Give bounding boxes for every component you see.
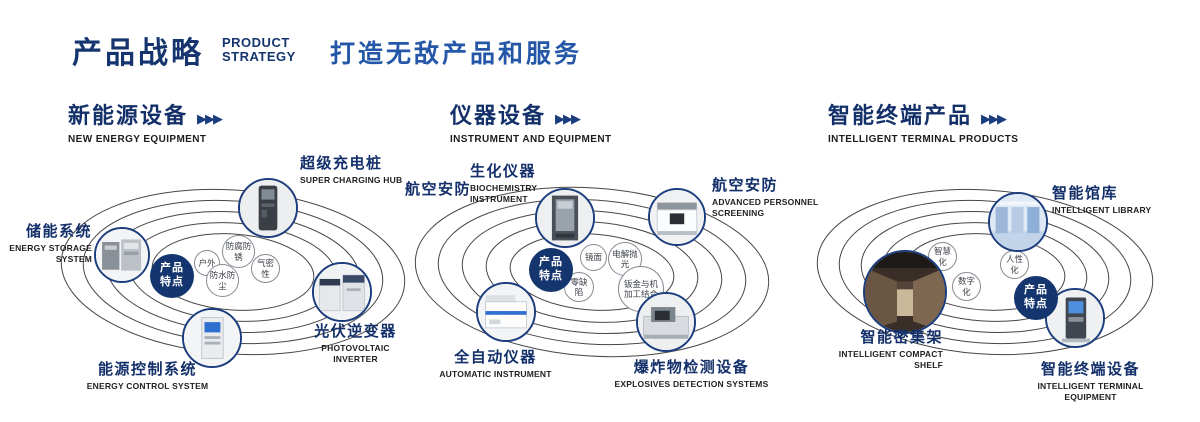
terminal-equipment-photo <box>1045 288 1105 348</box>
orbit-group-instruments <box>414 186 770 358</box>
product-label-terminal-equipment: 智能终端设备 INTELLIGENT TERMINAL EQUIPMENT <box>1018 358 1163 403</box>
personnel-screening-icon <box>650 190 704 244</box>
explosives-detection-icon <box>638 294 694 350</box>
side-label-aviation-security: 航空安防 <box>405 178 471 199</box>
product-name: 航空安防 <box>712 177 779 194</box>
product-features-badge: 产品 特点 <box>1014 276 1058 320</box>
biochemistry-icon <box>537 190 593 246</box>
explosives-detection-photo <box>636 292 696 352</box>
product-name-en: ADVANCED PERSONNEL SCREENING <box>712 197 819 219</box>
section-title: 智能终端产品 <box>828 103 973 128</box>
product-label-automatic-instrument: 全自动仪器 AUTOMATIC INSTRUMENT <box>428 346 563 380</box>
product-label-energy-storage: 储能系统 ENERGY STORAGE SYSTEM <box>0 220 92 265</box>
product-label-intelligent-library: 智能馆库 INTELLIGENT LIBRARY <box>1052 182 1172 216</box>
product-label-pv-inverter: 光伏逆变器 PHOTOVOLTAIC INVERTER <box>298 320 413 365</box>
triple-arrow-icon: ▶▶▶ <box>555 111 581 126</box>
feature-bubble: 镜面 <box>580 244 607 271</box>
super-charging-hub-photo <box>238 178 298 238</box>
triple-arrow-icon: ▶▶▶ <box>197 111 223 126</box>
product-name-en: BIOCHEMISTRY INSTRUMENT <box>470 183 538 205</box>
product-label-personnel-screening: 航空安防 ADVANCED PERSONNEL SCREENING <box>712 174 827 219</box>
badge-line2: 特点 <box>160 276 184 288</box>
product-name-en: INTELLIGENT LIBRARY <box>1052 205 1152 215</box>
pv-inverter-icon <box>314 264 370 320</box>
product-features-badge: 产品 特点 <box>529 248 573 292</box>
page-title-en-line2: STRATEGY <box>222 48 296 64</box>
product-name-en: INTELLIGENT COMPACT SHELF <box>838 349 943 371</box>
product-name-en: SUPER CHARGING HUB <box>300 175 403 185</box>
personnel-screening-photo <box>648 188 706 246</box>
product-name: 储能系统 <box>25 223 92 240</box>
product-label-explosives-detection: 爆炸物检测设备 EXPLOSIVES DETECTION SYSTEMS <box>614 356 769 390</box>
energy-storage-photo <box>94 227 150 283</box>
section-header-new-energy: 新能源设备 ▶▶▶ NEW ENERGY EQUIPMENT <box>68 98 223 145</box>
section-title: 仪器设备 <box>450 103 547 128</box>
badge-line1: 产品 <box>1024 284 1048 297</box>
feature-bubble: 数字化 <box>952 272 981 301</box>
intelligent-library-icon <box>990 194 1046 250</box>
product-name: 全自动仪器 <box>454 349 537 366</box>
compact-shelf-icon <box>865 252 945 332</box>
page-title: 产品战略 <box>72 37 204 70</box>
badge-line1: 产品 <box>539 256 563 269</box>
product-name-en: EXPLOSIVES DETECTION SYSTEMS <box>614 379 769 389</box>
product-label-charging-hub: 超级充电桩 SUPER CHARGING HUB <box>300 152 415 186</box>
biochemistry-instrument-photo <box>535 188 595 248</box>
section-subtitle: NEW ENERGY EQUIPMENT <box>68 134 207 145</box>
product-label-compact-shelf: 智能密集架 INTELLIGENT COMPACT SHELF <box>818 326 943 371</box>
badge-line1: 产品 <box>160 262 184 275</box>
product-name: 智能终端设备 <box>1040 361 1140 378</box>
section-header-intelligent: 智能终端产品 ▶▶▶ INTELLIGENT TERMINAL PRODUCTS <box>828 98 1018 145</box>
page-title-en: PRODUCT STRATEGY <box>222 36 296 63</box>
product-name-en: AUTOMATIC INSTRUMENT <box>439 369 552 379</box>
section-subtitle: INTELLIGENT TERMINAL PRODUCTS <box>828 134 1019 145</box>
automatic-instrument-photo <box>476 282 536 342</box>
product-name: 智能馆库 <box>1052 185 1119 202</box>
section-title: 新能源设备 <box>68 103 189 128</box>
feature-bubble: 防腐防锈 <box>222 235 255 268</box>
product-features-badge: 产品 特点 <box>150 254 194 298</box>
section-header-instruments: 仪器设备 ▶▶▶ INSTRUMENT AND EQUIPMENT <box>450 98 611 145</box>
energy-storage-icon <box>96 229 148 281</box>
product-name: 爆炸物检测设备 <box>633 359 750 376</box>
product-name: 智能密集架 <box>860 329 943 346</box>
feature-bubble: 气密性 <box>251 254 280 283</box>
charging-hub-icon <box>240 180 296 236</box>
terminal-equipment-icon <box>1047 290 1103 346</box>
energy-control-photo <box>182 308 242 368</box>
triple-arrow-icon: ▶▶▶ <box>981 111 1007 126</box>
product-label-biochemistry: 生化仪器 BIOCHEMISTRY INSTRUMENT <box>470 160 578 205</box>
product-name: 能源控制系统 <box>97 361 197 378</box>
pv-inverter-photo <box>312 262 372 322</box>
intelligent-library-photo <box>988 192 1048 252</box>
product-name-en: PHOTOVOLTAIC INVERTER <box>321 343 390 365</box>
side-label-text: 航空安防 <box>405 181 472 198</box>
product-label-energy-control: 能源控制系统 ENERGY CONTROL SYSTEM <box>80 358 215 392</box>
slogan: 打造无敌产品和服务 <box>330 40 583 68</box>
badge-line2: 特点 <box>1024 298 1048 310</box>
section-subtitle: INSTRUMENT AND EQUIPMENT <box>450 134 612 145</box>
product-name: 生化仪器 <box>470 163 537 180</box>
compact-shelf-photo <box>863 250 947 334</box>
badge-line2: 特点 <box>539 270 563 282</box>
product-name-en: ENERGY STORAGE SYSTEM <box>9 243 92 265</box>
product-name-en: INTELLIGENT TERMINAL EQUIPMENT <box>1037 381 1144 403</box>
product-name-en: ENERGY CONTROL SYSTEM <box>86 381 209 391</box>
automatic-instrument-icon <box>478 284 534 340</box>
feature-bubble: 人性化 <box>1000 250 1029 279</box>
page-title-en-line1: PRODUCT <box>222 35 290 50</box>
feature-bubble: 防水防尘 <box>206 264 239 297</box>
product-name: 光伏逆变器 <box>314 323 397 340</box>
energy-control-icon <box>184 310 240 366</box>
product-name: 超级充电桩 <box>300 155 383 172</box>
